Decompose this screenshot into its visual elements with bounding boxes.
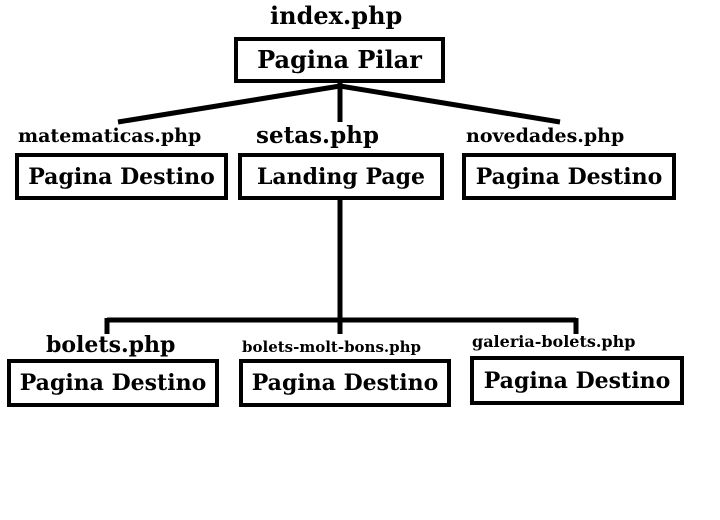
level2-file-label-bolets-molt-bons: bolets-molt-bons.php	[242, 338, 422, 356]
level1-file-label-setas: setas.php	[256, 122, 379, 149]
level1-file-label-novedades: novedades.php	[466, 125, 625, 147]
branch-line-matematicas	[117, 83, 341, 125]
branch-line-novedades	[339, 83, 561, 125]
level1-page-box-setas: Landing Page	[238, 153, 444, 200]
level2-page-box-galeria-bolets: Pagina Destino	[470, 356, 684, 405]
level1-file-label-matematicas: matematicas.php	[18, 125, 202, 147]
level2-file-label-galeria-bolets: galeria-bolets.php	[472, 332, 636, 351]
root-page-box: Pagina Pilar	[234, 37, 445, 83]
level1-page-box-novedades: Pagina Destino	[462, 153, 676, 200]
level1-page-box-matematicas: Pagina Destino	[15, 153, 228, 200]
level2-file-label-bolets: bolets.php	[46, 332, 176, 358]
level2-page-box-bolets: Pagina Destino	[7, 359, 219, 407]
level2-page-box-bolets-molt-bons: Pagina Destino	[239, 359, 451, 407]
root-file-label: index.php	[270, 1, 403, 30]
